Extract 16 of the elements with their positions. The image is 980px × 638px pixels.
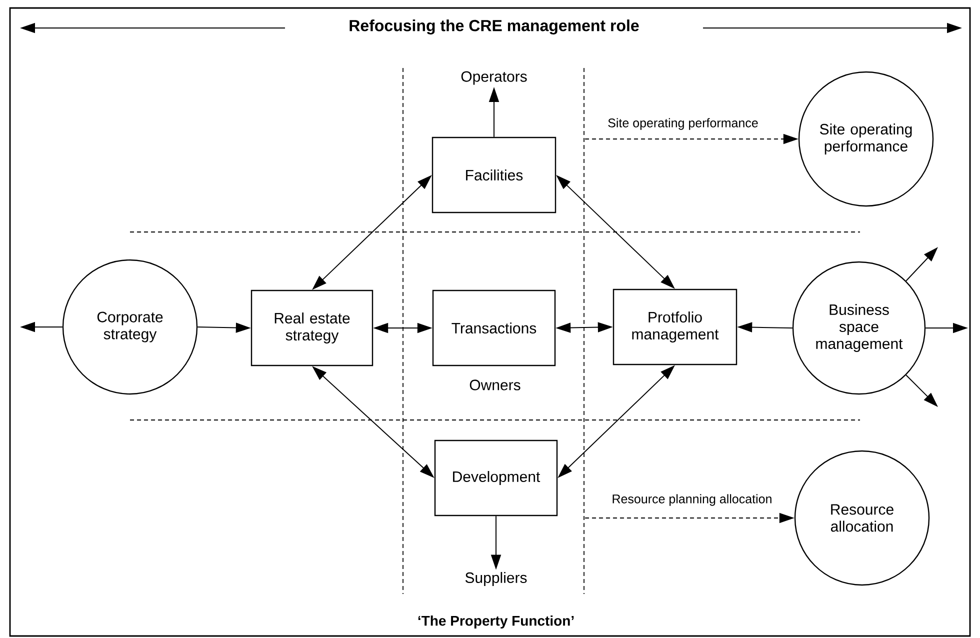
process-box: Development bbox=[434, 440, 558, 516]
node-label: Suppliers bbox=[465, 572, 527, 586]
title: Refocusing the CRE management role bbox=[350, 20, 639, 34]
circle-node: Site operating performance bbox=[798, 71, 934, 207]
circle-node: Resource allocation bbox=[794, 450, 930, 586]
edge-label: Resource planning allocation bbox=[612, 494, 772, 506]
area-label: Owners bbox=[470, 380, 520, 390]
node-label: Operators bbox=[461, 71, 527, 85]
process-box: Protfolio management bbox=[612, 288, 738, 366]
circle-node: Business space management bbox=[792, 261, 926, 395]
process-box: Real estate strategy bbox=[250, 290, 374, 366]
edge-label: Site operating performance bbox=[608, 118, 758, 130]
process-box: Transactions bbox=[432, 290, 556, 366]
circle-node: Corporate strategy bbox=[62, 259, 198, 395]
caption: ‘The Property Function’ bbox=[418, 615, 574, 629]
process-box: Facilities bbox=[432, 136, 556, 214]
